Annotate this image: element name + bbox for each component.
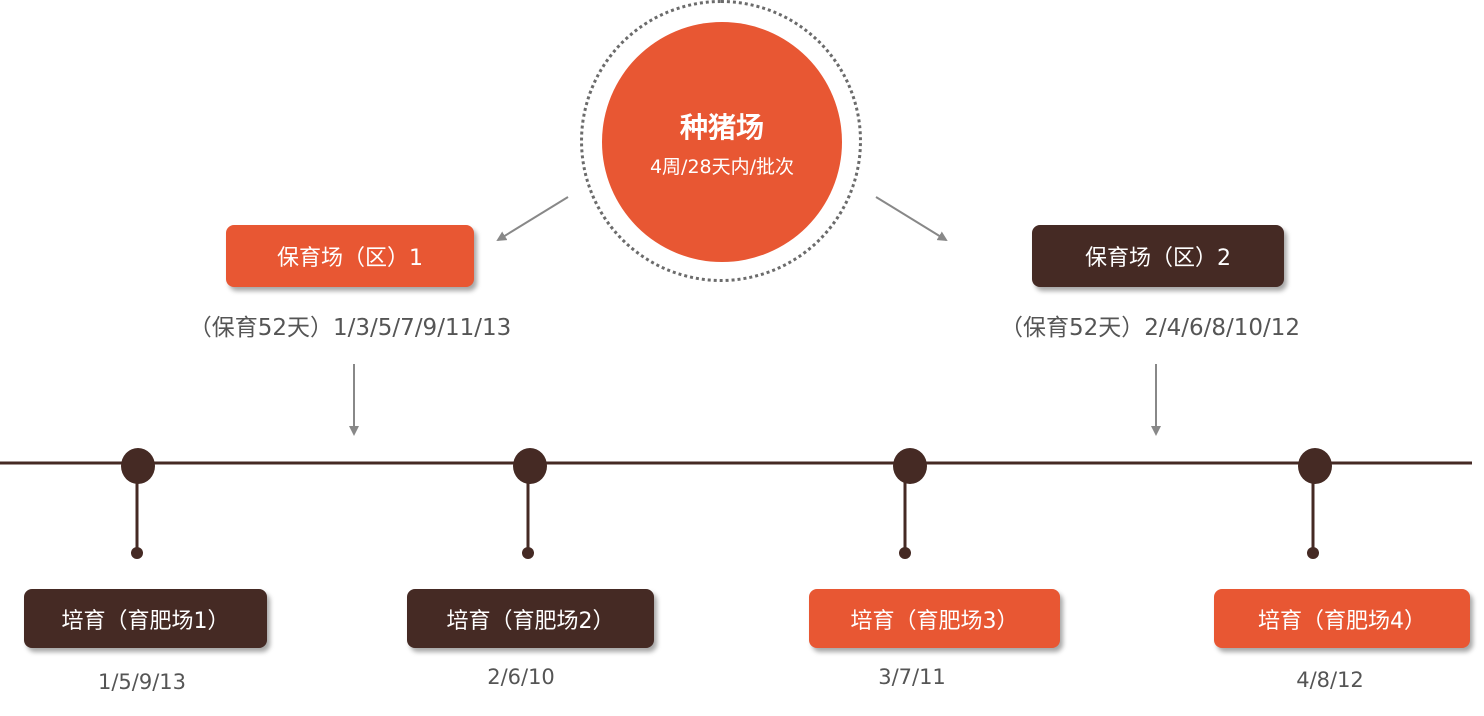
- nursery-detail-2: （保育52天）2/4/6/8/10/12: [999, 315, 1301, 341]
- nursery-detail-1: （保育52天）1/3/5/7/9/11/13: [188, 315, 512, 341]
- arrow-hub-to-nursery-1: [496, 196, 569, 242]
- timeline-node-4: [1298, 448, 1332, 559]
- arrow-hub-to-nursery-2: [875, 196, 948, 242]
- breeding-farm-hub[interactable]: 种猪场 4周/28天内/批次: [602, 22, 842, 262]
- finishing-label-1: 培育（育肥场1）: [61, 608, 230, 634]
- finishing-box-3[interactable]: 培育（育肥场3）: [809, 589, 1060, 648]
- timeline-node-3: [893, 448, 927, 559]
- hub-subtitle: 4周/28天内/批次: [649, 156, 795, 178]
- nursery-label-1: 保育场（区）1: [277, 246, 423, 271]
- timeline-node-1: [121, 448, 155, 559]
- finishing-batches-2: 2/6/10: [487, 665, 555, 689]
- finishing-label-4: 培育（育肥场4）: [1258, 608, 1426, 634]
- finishing-box-2[interactable]: 培育（育肥场2）: [407, 589, 654, 648]
- finishing-label-3: 培育（育肥场3）: [850, 608, 1019, 634]
- hub-title: 种猪场: [679, 111, 764, 144]
- nursery-box-1[interactable]: 保育场（区）1: [226, 225, 474, 287]
- finishing-batches-3: 3/7/11: [878, 665, 946, 689]
- finishing-box-1[interactable]: 培育（育肥场1）: [24, 589, 267, 648]
- hub-dotted-ring: [580, 0, 862, 282]
- nursery-box-2[interactable]: 保育场（区）2: [1032, 225, 1284, 287]
- nursery-label-2: 保育场（区）2: [1085, 246, 1231, 271]
- finishing-batches-4: 4/8/12: [1296, 668, 1364, 692]
- finishing-batches-1: 1/5/9/13: [97, 670, 187, 694]
- finishing-label-2: 培育（育肥场2）: [446, 608, 615, 634]
- timeline-node-2: [513, 448, 547, 559]
- finishing-box-4[interactable]: 培育（育肥场4）: [1214, 589, 1470, 648]
